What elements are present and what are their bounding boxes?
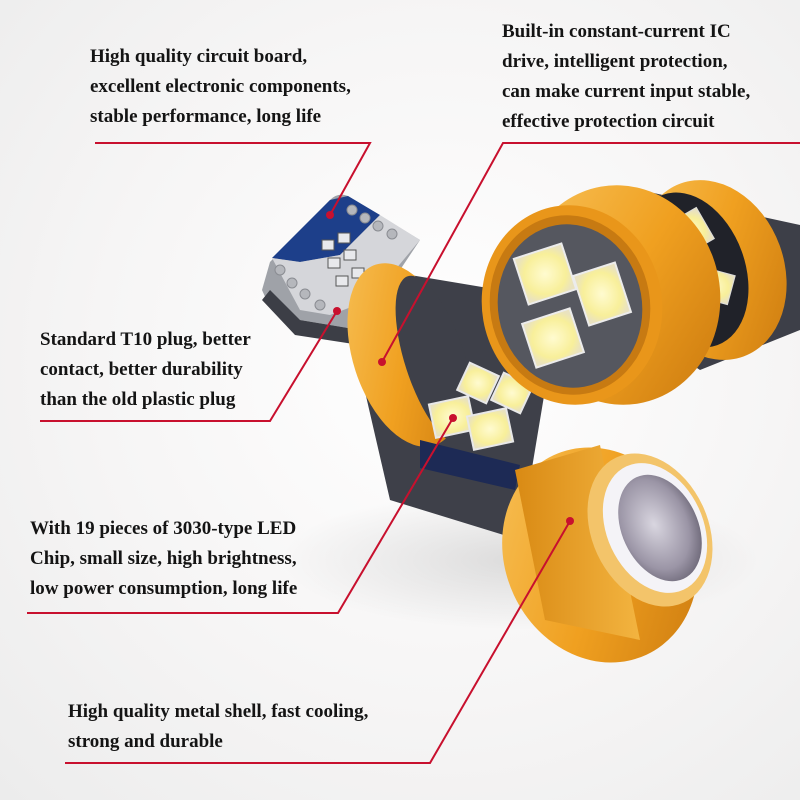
side-led-chips: [420, 361, 535, 490]
callout-line-text: Standard T10 plug, better: [40, 329, 251, 350]
callout-line-text: can make current input stable,: [502, 81, 751, 102]
callout-line-ic-drive: [381, 142, 800, 363]
callout-line-text: than the old plastic plug: [40, 389, 236, 410]
callout-dot-ic-drive: [378, 358, 386, 366]
callout-line-text: With 19 pieces of 3030-type LED: [30, 518, 297, 539]
callout-line-text: High quality metal shell, fast cooling,: [68, 701, 369, 722]
callout-line-t10-plug: [40, 310, 338, 422]
callout-dot-metal-shell: [566, 517, 574, 525]
callout-line-text: contact, better durability: [40, 359, 243, 380]
callout-line-text: High quality circuit board,: [90, 46, 308, 67]
callout-metal-shell: High quality metal shell, fast cooling, …: [68, 697, 368, 757]
callout-circuit-board: High quality circuit board, excellent el…: [90, 42, 351, 132]
top-bulb-shell: [481, 185, 721, 405]
callout-line-text: strong and durable: [68, 731, 223, 752]
callout-t10-plug: Standard T10 plug, better contact, bette…: [40, 325, 251, 415]
front-bulb-shell: [502, 445, 713, 663]
callout-dot-t10-plug: [333, 307, 341, 315]
callout-led-chips: With 19 pieces of 3030-type LED Chip, sm…: [30, 514, 297, 604]
callout-line-text: drive, intelligent protection,: [502, 51, 728, 72]
callout-line-led-chips: [27, 417, 454, 614]
callout-line-metal-shell: [65, 520, 571, 764]
callout-ic-drive: Built-in constant-current IC drive, inte…: [502, 17, 750, 137]
callout-dot-circuit-board: [326, 211, 334, 219]
callout-line-text: Built-in constant-current IC: [502, 21, 731, 42]
callout-line-text: Chip, small size, high brightness,: [30, 548, 297, 569]
callout-line-text: excellent electronic components,: [90, 76, 351, 97]
callout-line-text: effective protection circuit: [502, 111, 715, 132]
callout-line-circuit-board: [95, 142, 372, 216]
callout-line-text: low power consumption, long life: [30, 578, 298, 599]
callout-line-text: stable performance, long life: [90, 106, 322, 127]
callout-dot-led-chips: [449, 414, 457, 422]
